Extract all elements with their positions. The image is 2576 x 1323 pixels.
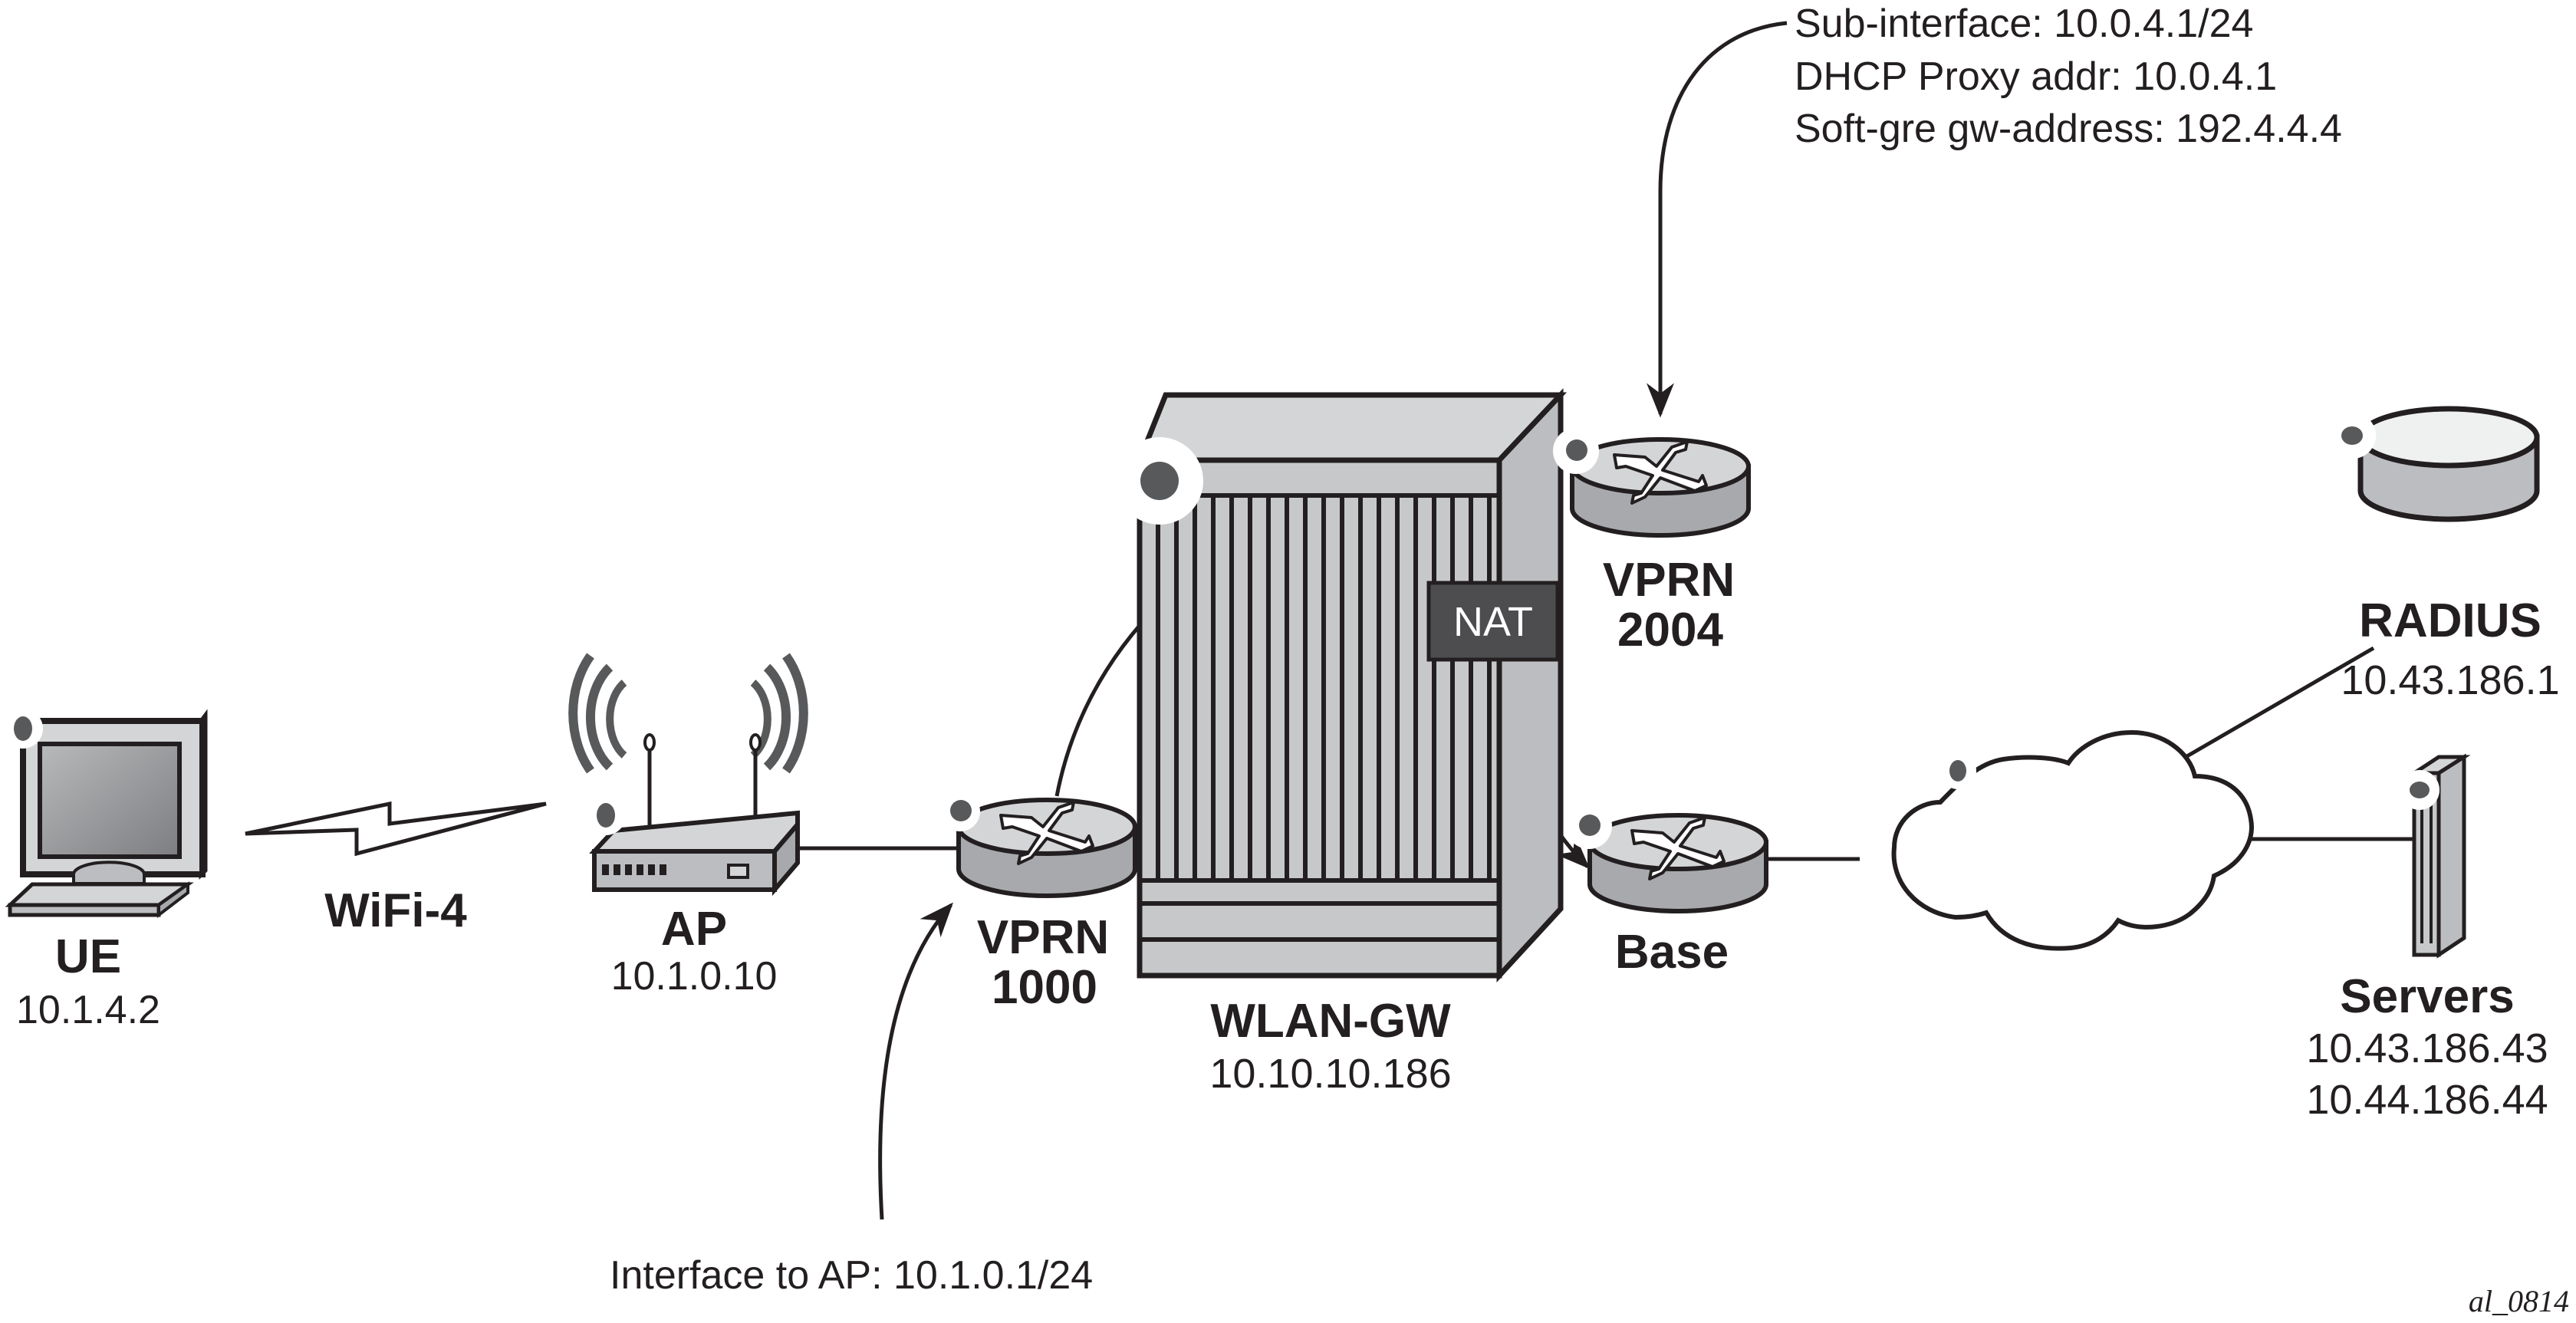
vprn1000-node[interactable]: VPRN 1000 [940,791,1137,1014]
status-dot [1566,439,1587,461]
router-icon [956,798,1137,898]
annotation-arrow-top [1647,21,1788,418]
chassis-icon [1135,388,1568,982]
ue-address: 10.1.4.2 [16,988,160,1032]
status-dot [14,716,32,741]
vprn1000-label-line2: 1000 [992,961,1097,1014]
ue-node[interactable]: UE 10.1.4.2 [3,709,208,1032]
wireless-access-point-icon [568,653,808,897]
ap-node[interactable]: AP 10.1.0.10 [568,653,808,999]
ue-label: UE [55,930,121,983]
radius-node[interactable]: RADIUS 10.43.186.1 [2330,406,2560,703]
wlan-gw-label: WLAN-GW [1210,995,1451,1048]
vprn2004-label-line2: 2004 [1617,604,1723,657]
base-node[interactable]: Base [1566,803,1768,979]
servers-address-2: 10.44.186.44 [2306,1077,2548,1123]
annotation-interface-to-ap: Interface to AP: 10.1.0.1/24 [610,1253,1093,1298]
annotation-arrow-bottom [878,902,953,1220]
router-icon [1587,813,1768,913]
cloud-icon [1891,729,2254,951]
status-dot [597,803,615,828]
ap-label: AP [661,903,727,956]
servers-node[interactable]: Servers 10.43.186.43 10.44.186.44 [2306,753,2548,1123]
vprn2004-label-line1: VPRN [1603,554,1735,607]
nat-box[interactable]: NAT [1426,581,1560,662]
wlan-gw-address: 10.10.10.186 [1209,1051,1451,1097]
figure-id: al_0814 [2469,1284,2569,1318]
annotation-soft-gre: Soft-gre gw-address: 192.4.4.4 [1795,107,2342,151]
status-dot [2410,782,2430,798]
vprn2004-node[interactable]: VPRN 2004 [1553,428,1751,657]
status-dot [1949,760,1966,782]
base-label: Base [1615,926,1729,979]
vprn1000-label-line1: VPRN [977,911,1109,964]
ap-address: 10.1.0.10 [611,954,778,999]
computer-icon [5,709,208,919]
status-dot [2341,426,2363,445]
annotation-dhcp-proxy: DHCP Proxy addr: 10.0.4.1 [1795,54,2277,99]
annotation-sub-interface: Sub-interface: 10.0.4.1/24 [1795,2,2253,46]
bottom-annotation: Interface to AP: 10.1.0.1/24 [610,902,1093,1298]
wifi-link-icon [245,801,547,857]
wifi-link-label: WiFi-4 [324,884,467,937]
nat-label: NAT [1453,599,1533,645]
cloud-node[interactable] [1891,729,2254,951]
status-dot [950,800,972,821]
servers-label: Servers [2340,970,2515,1023]
status-dot [1579,815,1601,836]
radius-address: 10.43.186.1 [2341,657,2559,703]
router-icon [1570,437,1751,538]
wlan-gw-node[interactable]: WLAN-GW 10.10.10.186 [1116,388,1568,1097]
database-icon [2357,406,2540,522]
servers-address-1: 10.43.186.43 [2306,1025,2548,1071]
status-dot [1140,462,1179,500]
top-annotation: Sub-interface: 10.0.4.1/24 DHCP Proxy ad… [1647,2,2342,418]
radius-label: RADIUS [2359,594,2541,647]
